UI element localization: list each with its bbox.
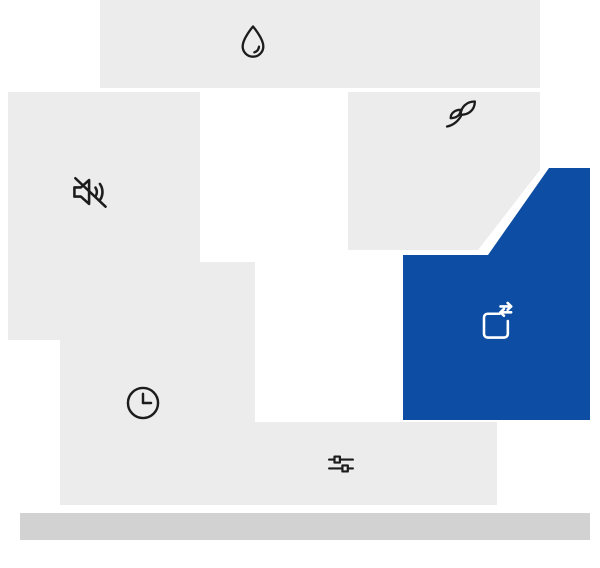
mute-speaker-icon [68,170,112,214]
sliders-icon [322,445,360,483]
remote-transfer-icon [473,300,517,344]
tile-adjust[interactable] [200,422,497,505]
clock-icon [122,382,164,424]
tile-water[interactable] [100,0,540,88]
eco-leaves-icon [439,94,479,134]
bottom-bar [20,513,590,540]
water-drop-icon [233,22,273,62]
tile-eco[interactable] [348,92,540,250]
